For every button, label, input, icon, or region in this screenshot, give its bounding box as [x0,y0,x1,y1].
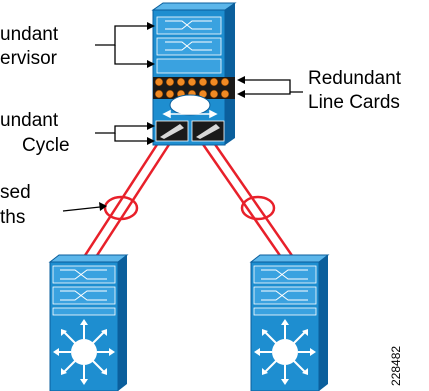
arrows-radiating-icon [254,319,316,385]
label-supervisor-line2: ervisor [0,48,58,69]
double-arrow-icon [162,109,218,119]
switch-fabric-symbol [169,94,211,116]
central-chassis [151,2,237,146]
bundle-ellipse-left [103,195,139,221]
callout-arrows [62,25,303,212]
crossed-arrows-icon [60,290,107,301]
label-supervisor-line1: undant [0,24,59,45]
access-switch-left [48,254,129,391]
label-paths-line2: ths [0,207,25,228]
crossed-arrows-icon [165,41,212,51]
label-line-cards-line2: Line Cards [308,92,400,113]
crossed-arrows-icon [165,20,212,30]
crossed-arrows-icon [261,290,308,301]
bundle-ellipse-right [240,195,276,221]
label-power-line2: Cycle [22,135,70,156]
label-line-cards-line1: Redundant [308,68,402,89]
supervisor-module-1 [156,16,222,35]
figure-number: 228482 [389,346,403,386]
crossed-arrows-icon [261,269,308,280]
crossed-arrows-icon [60,269,107,280]
label-paths-line1: sed [0,182,31,203]
supervisor-module-3 [156,58,222,74]
label-power-line1: undant [0,110,59,131]
link-left-b [94,139,174,258]
link-right-a [198,139,283,258]
link-left-a [82,139,162,258]
access-switch-right [249,254,330,391]
supervisor-module-2 [156,37,222,56]
line-card-ports [154,77,230,99]
arrows-radiating-icon [53,319,115,385]
callout-arrowheads [99,22,245,211]
